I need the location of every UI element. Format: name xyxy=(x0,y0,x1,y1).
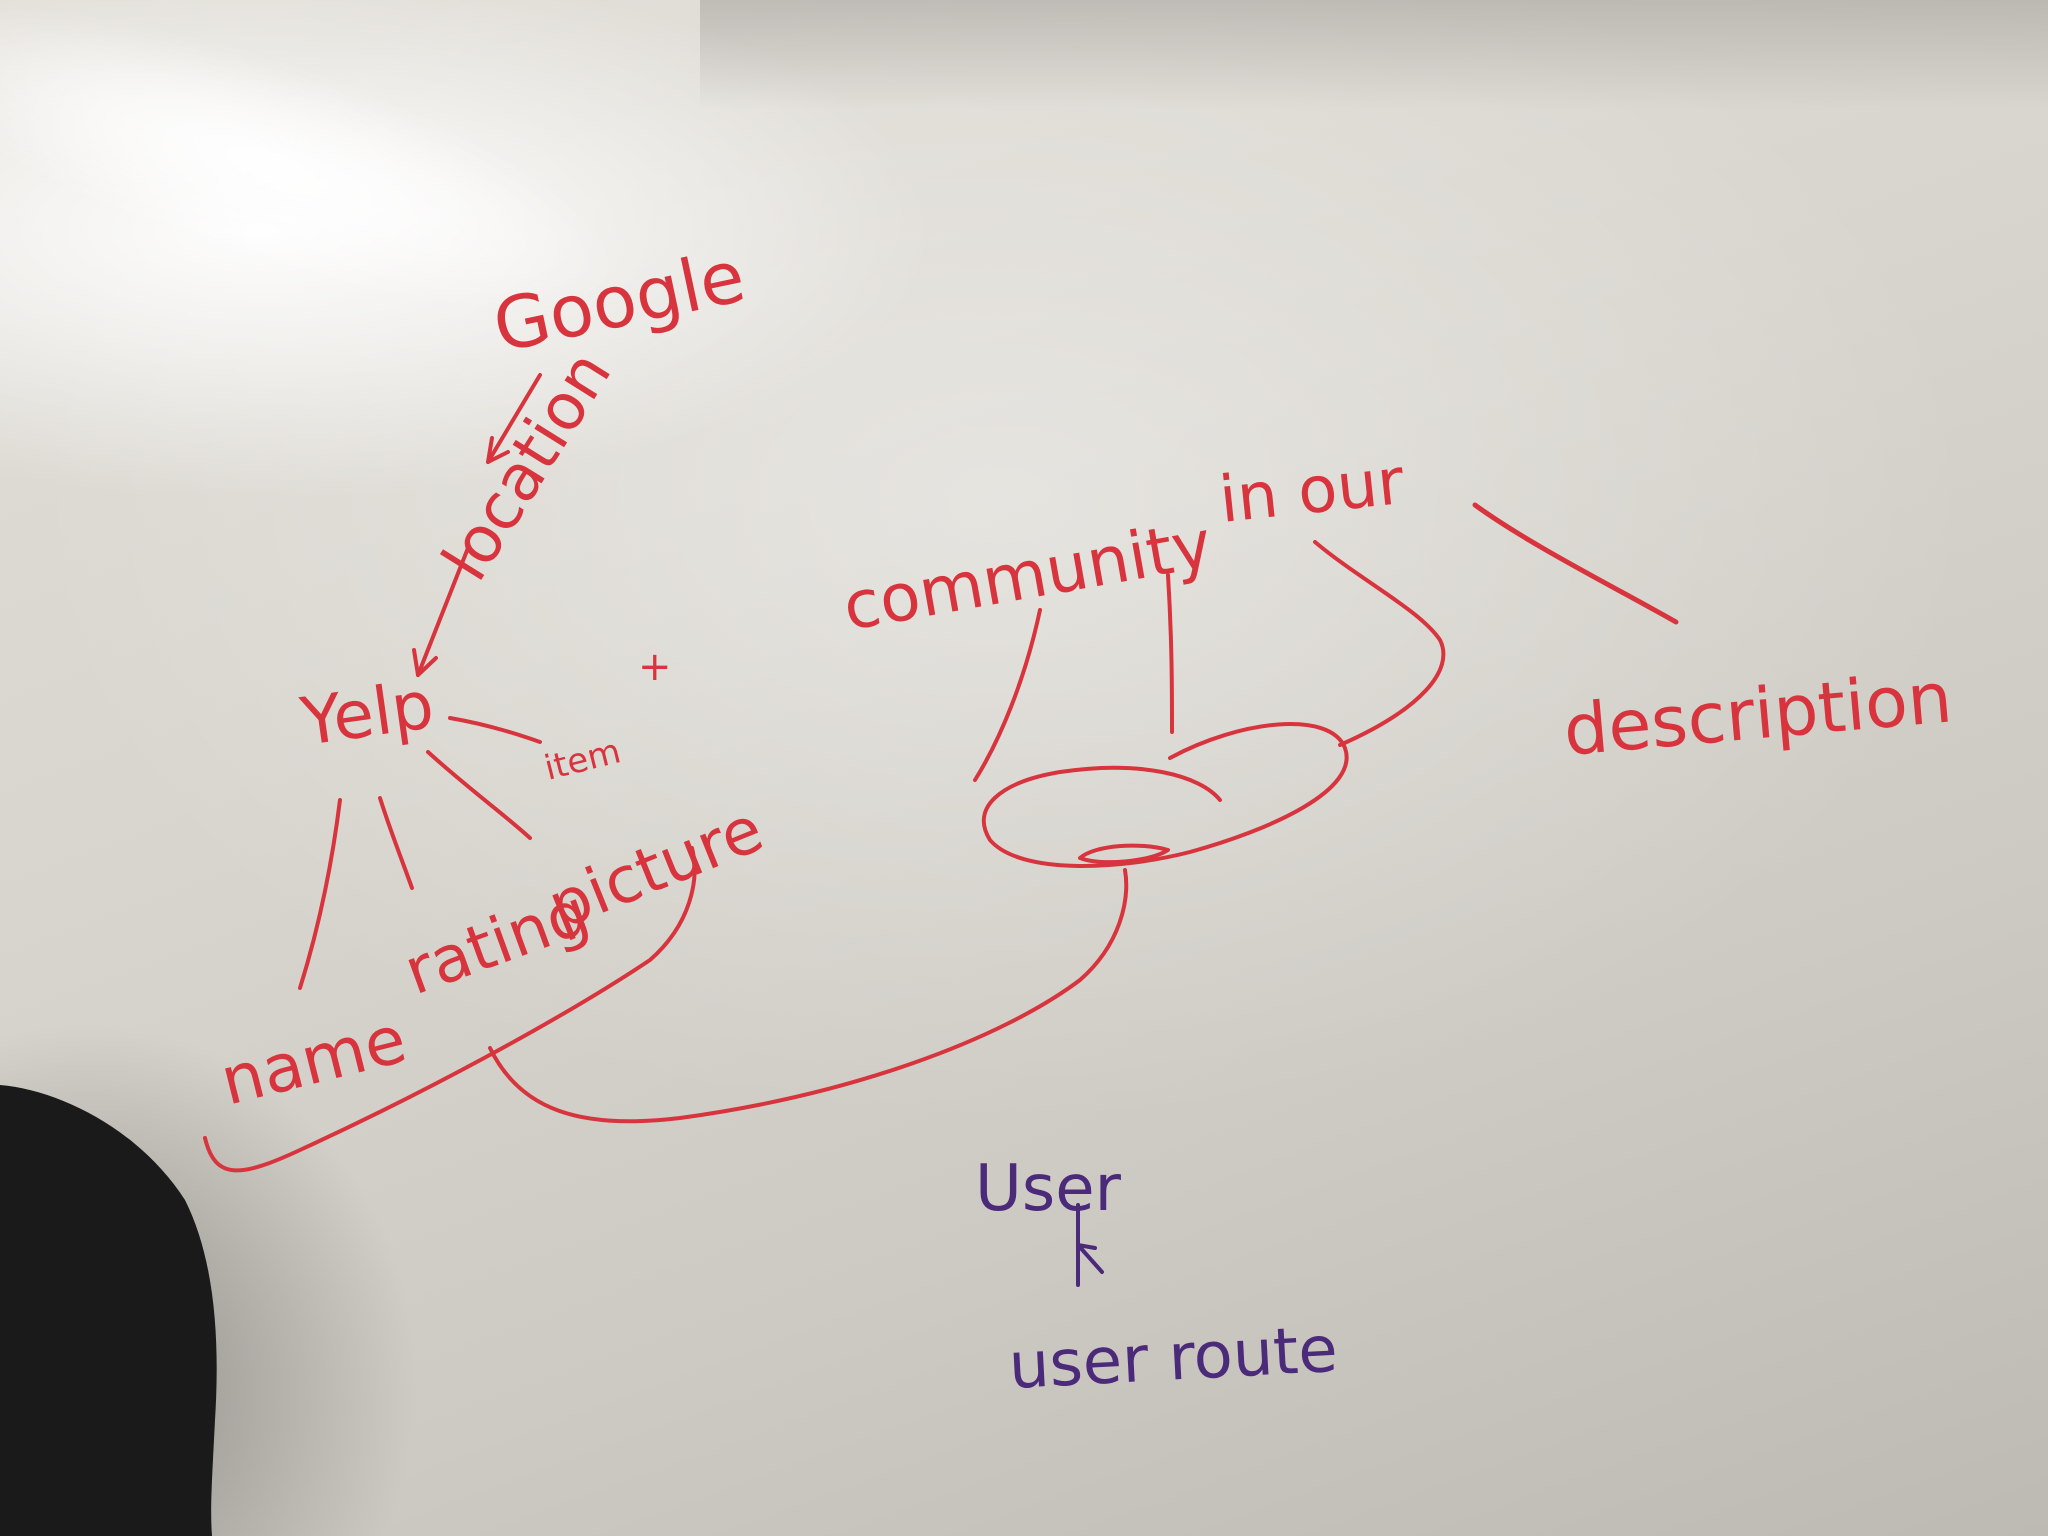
word-user-route: user route xyxy=(1007,1313,1339,1404)
arrow-branch xyxy=(1076,1243,1104,1274)
word-yelp: Yelp xyxy=(296,666,439,761)
yelp-branch-item xyxy=(448,716,542,744)
bracket-under-items xyxy=(203,846,697,1173)
word-user: User xyxy=(975,1152,1122,1226)
word-name: name xyxy=(213,1001,413,1121)
curve-items-to-community xyxy=(488,868,1129,1124)
top-shadow xyxy=(700,0,2048,110)
arrowhead-yelp xyxy=(412,648,438,677)
arrow-google-to-location xyxy=(486,373,542,464)
line-in-to-loop xyxy=(1166,573,1174,734)
line-community-to-loop xyxy=(973,608,1042,782)
word-item: item xyxy=(541,731,625,788)
yelp-branch-picture xyxy=(426,750,532,840)
word-picture: picture xyxy=(538,792,773,944)
word-community: community xyxy=(837,505,1217,645)
yelp-branch-rating xyxy=(378,796,414,890)
word-google: Google xyxy=(486,234,752,369)
merge-knot xyxy=(1078,843,1170,865)
yelp-branch-name xyxy=(298,798,342,990)
word-description: description xyxy=(1560,656,1955,772)
branch-to-description xyxy=(1472,502,1679,625)
arrowhead-location xyxy=(486,436,510,464)
word-in-our: in our xyxy=(1216,445,1408,538)
word-location: location xyxy=(429,339,626,594)
merge-loop xyxy=(982,722,1349,868)
line-our-to-loop xyxy=(1313,540,1446,747)
plus-sign: + xyxy=(638,644,672,690)
arrow-location-to-yelp xyxy=(416,546,470,677)
